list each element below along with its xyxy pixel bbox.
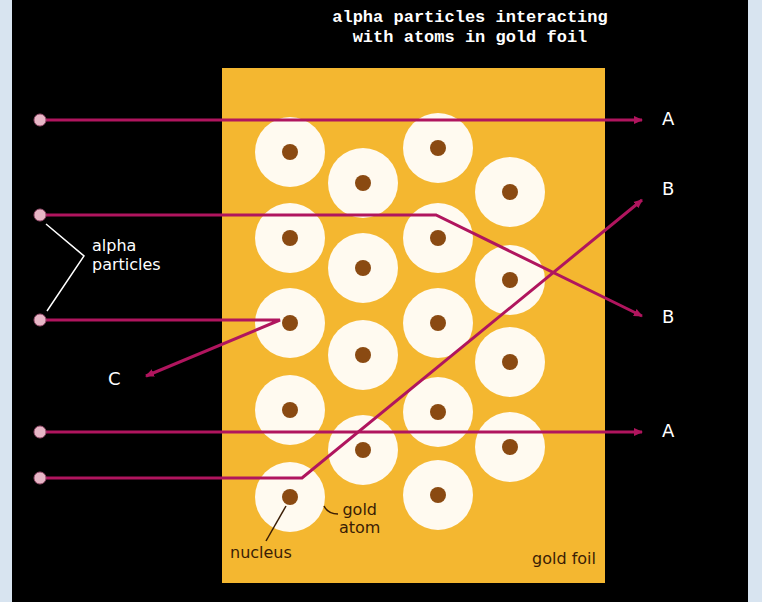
nucleus-label: nucleus (230, 544, 292, 562)
nuclei (282, 140, 518, 505)
nucleus-dot (502, 184, 518, 200)
leader-line (266, 506, 286, 541)
atom-label: gold atom (339, 501, 380, 537)
outcome-letter: A (662, 108, 674, 129)
alpha-particle (34, 209, 46, 221)
bracket-lines (46, 224, 84, 311)
gold-atom (475, 412, 545, 482)
foil-label: gold foil (532, 550, 596, 568)
nucleus-dot (430, 404, 446, 420)
gold-atoms (255, 113, 545, 532)
gold-atom (255, 375, 325, 445)
alpha-path (40, 200, 642, 478)
nucleus-dot (355, 260, 371, 276)
alpha-path (40, 320, 280, 376)
outcome-letter: B (662, 178, 674, 199)
alpha-path (40, 119, 642, 122)
nucleus-dot (502, 439, 518, 455)
nucleus-dot (430, 140, 446, 156)
nucleus-dot (502, 354, 518, 370)
alpha-path (40, 431, 642, 434)
leader-line (324, 506, 338, 514)
nucleus-dot (355, 442, 371, 458)
gold-atom (475, 245, 545, 315)
outcome-letter: B (662, 306, 674, 327)
gold-atom (255, 462, 325, 532)
outcome-letter: C (108, 368, 121, 389)
gold-atom (328, 148, 398, 218)
nucleus-dot (282, 230, 298, 246)
gold-atom (328, 233, 398, 303)
alpha-particle (34, 472, 46, 484)
nucleus-dot (430, 230, 446, 246)
gold-atom (403, 460, 473, 530)
gold-atom (403, 113, 473, 183)
gold-foil (222, 68, 605, 583)
nucleus-dot (282, 402, 298, 418)
particle-label: alpha particles (92, 236, 161, 274)
alpha-paths (40, 120, 642, 478)
nucleus-dot (282, 144, 298, 160)
alpha-particle (34, 314, 46, 326)
outcome-letter: A (662, 420, 674, 441)
gold-atom (475, 157, 545, 227)
nucleus-dot (430, 487, 446, 503)
nucleus-dot (355, 347, 371, 363)
black-panel (12, 0, 748, 602)
gold-atom (475, 327, 545, 397)
alpha-particle (34, 114, 46, 126)
nucleus-dot (355, 175, 371, 191)
alpha-path (40, 215, 642, 316)
nucleus-dot (282, 489, 298, 505)
nucleus-dot (282, 315, 298, 331)
nucleus-dot (502, 272, 518, 288)
diagram-title: alpha particles interacting with atoms i… (325, 8, 615, 48)
alpha-particles (34, 114, 46, 484)
nucleus-dot (430, 315, 446, 331)
gold-atom (255, 117, 325, 187)
gold-atom (255, 288, 325, 358)
alpha-particle (34, 426, 46, 438)
gold-atom (328, 320, 398, 390)
